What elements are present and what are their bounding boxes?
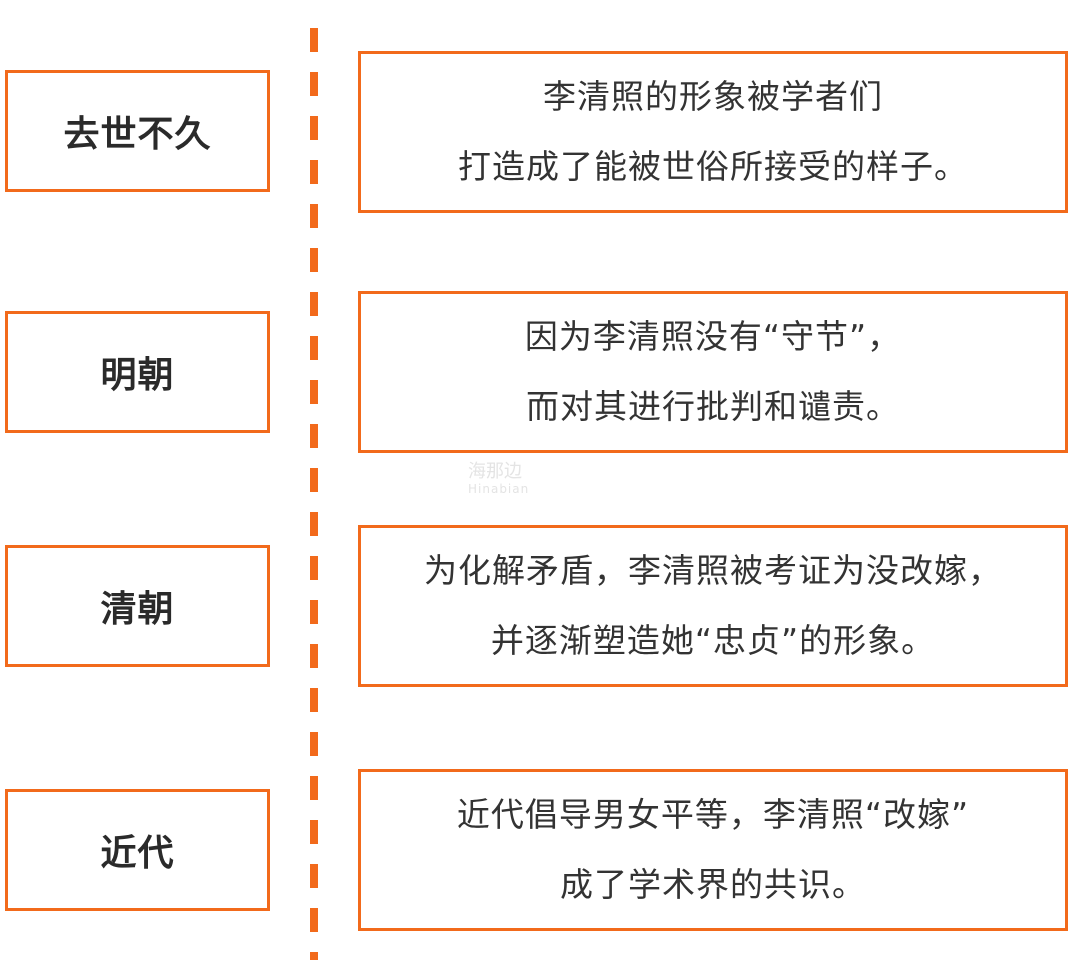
watermark-text-cn: 海那边 [468,461,522,482]
period-box-3: 清朝 [5,545,270,667]
description-box-2: 因为李清照没有“守节”， 而对其进行批判和谴责。 [358,291,1068,453]
description-box-1: 李清照的形象被学者们 打造成了能被世俗所接受的样子。 [358,51,1068,213]
description-box-3: 为化解矛盾，李清照被考证为没改嫁， 并逐渐塑造她“忠贞”的形象。 [358,525,1068,687]
description-line: 近代倡导男女平等，李清照“改嫁” [456,795,970,834]
period-label: 近代 [100,833,175,874]
description-box-4: 近代倡导男女平等，李清照“改嫁” 成了学术界的共识。 [358,769,1068,931]
description-line: 李清照的形象被学者们 [543,77,883,116]
period-box-2: 明朝 [5,311,270,433]
description-line: 打造成了能被世俗所接受的样子。 [458,147,968,186]
watermark-text-en: Hinabian [468,482,530,496]
watermark: 海那边 Hinabian [468,461,530,497]
description-line: 成了学术界的共识。 [560,865,866,904]
timeline-dashed-line [310,28,318,960]
period-label: 明朝 [100,355,175,396]
period-box-4: 近代 [5,789,270,911]
period-label: 去世不久 [63,114,212,155]
description-line: 因为李清照没有“守节”， [524,317,902,356]
period-label: 清朝 [100,589,175,630]
description-line: 并逐渐塑造她“忠贞”的形象。 [490,621,936,660]
period-box-1: 去世不久 [5,70,270,192]
description-line: 而对其进行批判和谴责。 [526,387,900,426]
description-line: 为化解矛盾，李清照被考证为没改嫁， [424,551,1002,590]
